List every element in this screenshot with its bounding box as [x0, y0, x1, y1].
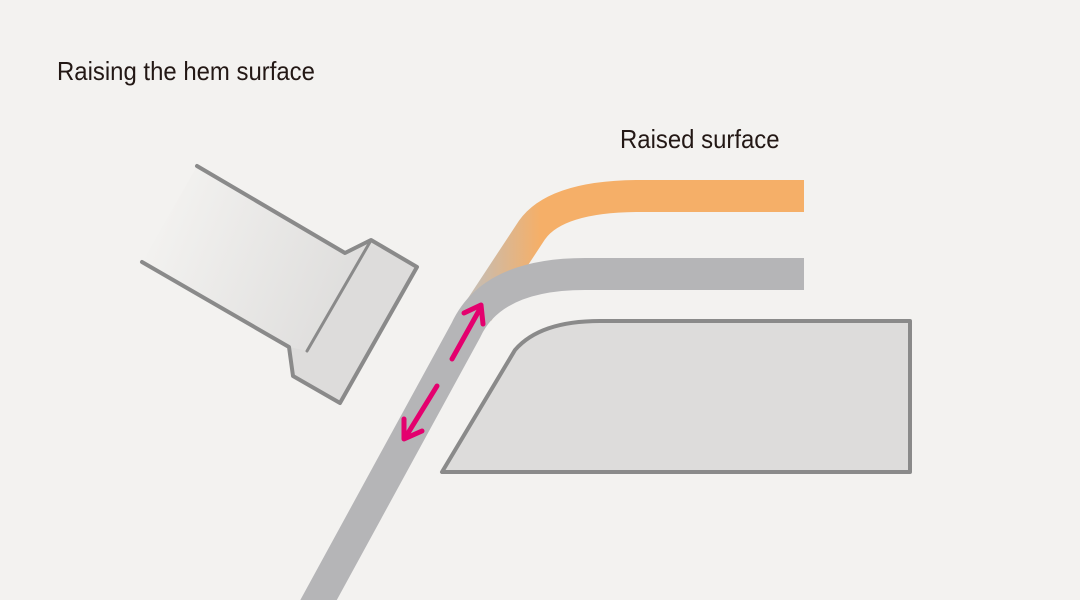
- raised-surface-label: Raised surface: [620, 124, 780, 154]
- hemming-tool: [140, 164, 419, 405]
- raised-surface-strip: [464, 180, 804, 321]
- arrow-down-icon: [401, 383, 440, 442]
- diagram-title: Raising the hem surface: [57, 56, 315, 86]
- arrow-up-icon: [449, 302, 486, 362]
- die-block: [440, 319, 912, 474]
